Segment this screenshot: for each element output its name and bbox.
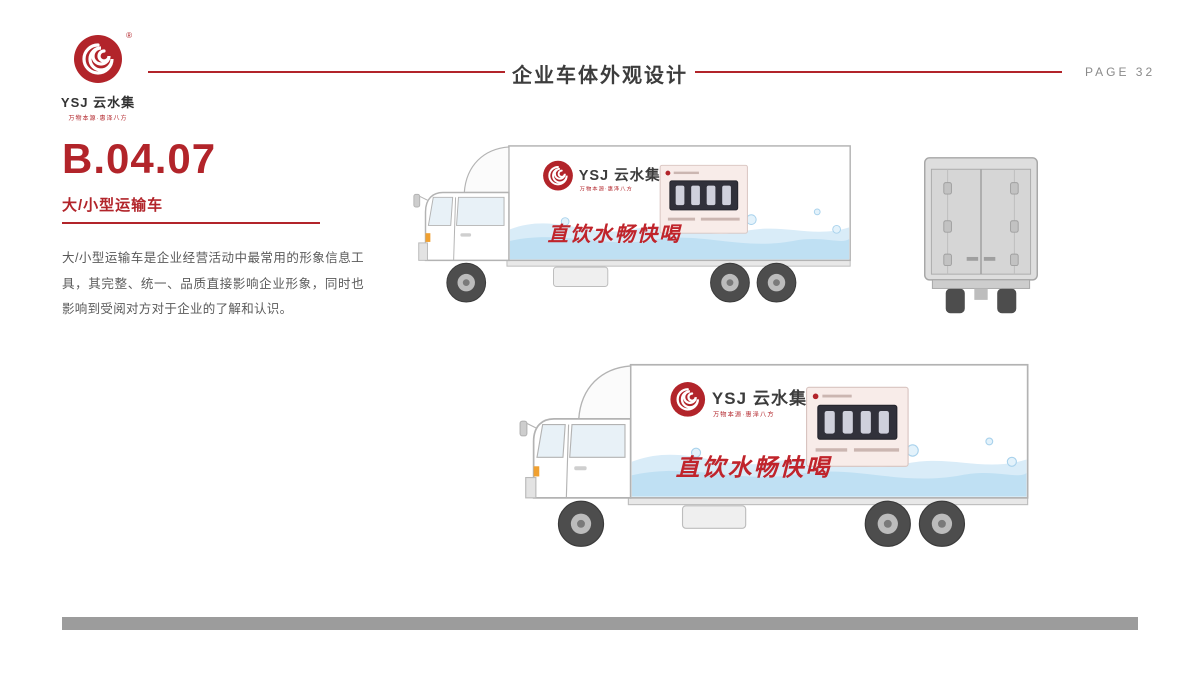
logo-tagline: 万物本源·惠泽八方: [68, 116, 128, 122]
logo-name: YSJ 云水集: [60, 95, 136, 110]
registered-mark: ®: [126, 31, 132, 40]
section-description: 大/小型运输车是企业经营活动中最常用的形象信息工具，其完整、统一、品质直接影响企…: [62, 251, 364, 317]
section-subtitle: 大/小型运输车: [62, 197, 164, 214]
logo-mark-icon: [72, 33, 124, 85]
title-rule-right-icon: [695, 71, 1062, 73]
title-rule-left-icon: [148, 71, 505, 73]
truck-side-view-small: [410, 140, 856, 307]
truck-rear-view: [919, 154, 1043, 318]
footer-bar: [62, 617, 1138, 630]
brand-logo: ® YSJ 云水集 万物本源·惠泽八方: [56, 31, 140, 122]
truck-side-view-large: [515, 358, 1035, 552]
section-divider: [62, 222, 320, 224]
section-intro: B.04.07 大/小型运输车 大/小型运输车是企业经营活动中最常用的形象信息工…: [62, 138, 372, 323]
page-number: PAGE 32: [1085, 65, 1156, 79]
section-code: B.04.07: [62, 135, 217, 182]
page-title: 企业车体外观设计: [512, 65, 688, 87]
